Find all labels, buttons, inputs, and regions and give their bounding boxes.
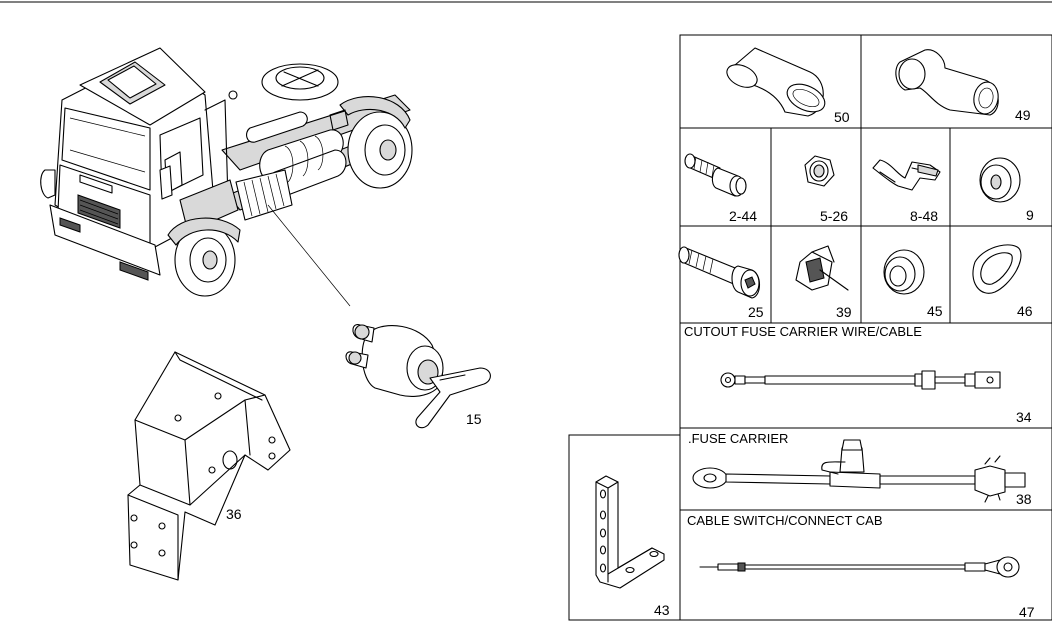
part-number-49: 49 xyxy=(1015,107,1031,123)
part-number-2-44: 2-44 xyxy=(729,208,757,224)
clamp-icon xyxy=(795,245,849,291)
mounting-bracket-icon xyxy=(127,351,291,581)
part-number-36: 36 xyxy=(226,506,242,522)
fuse-carrier-cable-icon xyxy=(692,439,1026,503)
hose-sleeve-icon xyxy=(726,47,826,117)
fuse-cable-icon xyxy=(720,370,1001,390)
part-number-46: 46 xyxy=(1017,303,1033,319)
part-number-38: 38 xyxy=(1016,491,1032,507)
elbow-sleeve-icon xyxy=(895,49,999,116)
part-number-9: 9 xyxy=(1026,207,1034,223)
part-number-8-48: 8-48 xyxy=(910,208,938,224)
part-number-5-26: 5-26 xyxy=(820,208,848,224)
clip-icon xyxy=(872,159,941,191)
caption-38: .FUSE CARRIER xyxy=(688,431,788,446)
part-number-34: 34 xyxy=(1016,409,1032,425)
grommet-small-icon xyxy=(883,249,925,295)
parts-table-frame xyxy=(568,34,1052,621)
angle-bracket-icon xyxy=(595,475,665,589)
caption-34: CUTOUT FUSE CARRIER WIRE/CABLE xyxy=(684,324,922,339)
caption-47: CABLE SWITCH/CONNECT CAB xyxy=(687,513,883,528)
part-number-39: 39 xyxy=(836,304,852,320)
oval-grommet-icon xyxy=(972,244,1022,294)
nut-icon xyxy=(804,155,835,187)
screw-icon xyxy=(678,246,761,299)
bolt-icon xyxy=(684,153,747,197)
part-number-15: 15 xyxy=(466,411,482,427)
truck-illustration-icon xyxy=(40,47,413,297)
switch-cable-icon xyxy=(699,556,1020,578)
part-number-25: 25 xyxy=(748,304,764,320)
part-number-43: 43 xyxy=(654,602,670,618)
grommet-icon xyxy=(979,157,1021,203)
battery-switch-icon xyxy=(345,323,491,429)
part-number-45: 45 xyxy=(927,303,943,319)
leader-line xyxy=(267,204,351,307)
part-number-47: 47 xyxy=(1019,604,1035,620)
part-number-50: 50 xyxy=(834,109,850,125)
